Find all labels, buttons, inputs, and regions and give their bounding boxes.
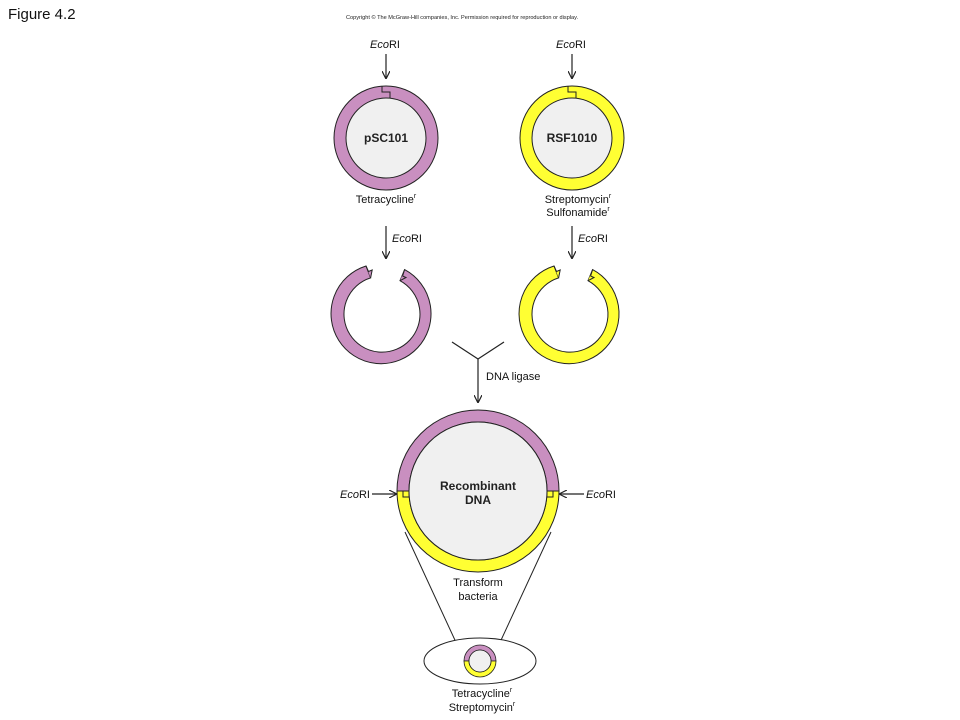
bacterium: [423, 637, 537, 685]
ecori-digest-label-right: EcoRI: [578, 233, 608, 245]
ligation-junction: DNA ligase: [451, 341, 540, 402]
transform-label-line2: bacteria: [458, 591, 498, 603]
plasmid-name-rsf1010: RSF1010: [547, 131, 598, 145]
streptomycin-resistance-label: Streptomycinr: [545, 193, 612, 206]
opened-plasmid-rsf1010: [518, 265, 620, 365]
result-streptomycin-label: Streptomycinr: [449, 701, 516, 714]
transform-label-line1: Transform: [453, 577, 503, 589]
ecori-label-recombinant-right: EcoRI: [586, 489, 616, 501]
result-tetracycline-label: Tetracycliner: [452, 687, 513, 700]
recombinant-plasmid: Recombinant DNA: [396, 409, 560, 573]
ecori-label-top-right: EcoRI: [556, 39, 586, 51]
plasmid-rsf1010: EcoRI RSF1010 Streptomycinr Sulfonamider: [519, 39, 625, 219]
plasmid-psc101: EcoRI pSC101 Tetracycliner: [333, 39, 439, 206]
figure-label: Figure 4.2: [8, 6, 76, 23]
recombinant-label-line2: DNA: [465, 493, 491, 507]
copyright-notice: Copyright © The McGraw-Hill companies, I…: [346, 15, 579, 21]
ecori-label-recombinant-left: EcoRI: [340, 489, 370, 501]
plasmid-name-psc101: pSC101: [364, 131, 408, 145]
opened-plasmid-psc101: [330, 265, 432, 365]
tetracycline-resistance-label: Tetracycliner: [356, 193, 417, 206]
ecori-digest-label-left: EcoRI: [392, 233, 422, 245]
recombinant-label-line1: Recombinant: [440, 479, 516, 493]
dna-ligase-label: DNA ligase: [486, 371, 540, 383]
ecori-label-top-left: EcoRI: [370, 39, 400, 51]
sulfonamide-resistance-label: Sulfonamider: [546, 206, 610, 219]
